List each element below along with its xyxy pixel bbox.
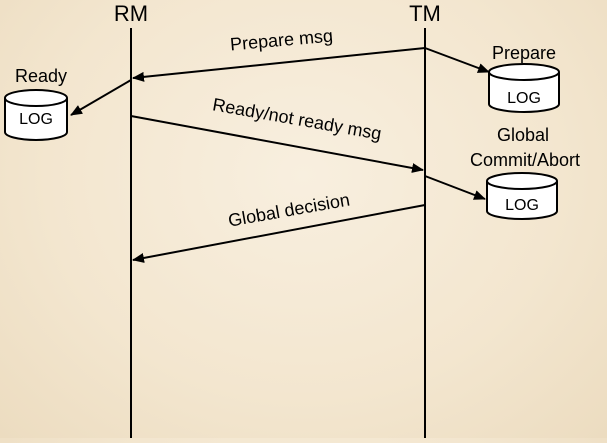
global-decision-label: Global decision [227, 190, 352, 231]
tm-prepare-log-label: LOG [507, 90, 541, 107]
ready-msg-arrow [130, 115, 424, 173]
tm-global-log-arrow [424, 175, 486, 200]
tm-prepare-log-caption: Prepare [492, 43, 556, 63]
prepare-msg-arrow [132, 47, 426, 82]
tm-global-log-cylinder: LOG [486, 172, 558, 220]
rm-log-label: LOG [19, 111, 53, 128]
tm-prepare-log-cylinder: LOG [488, 63, 560, 113]
participant-rm-label: RM [114, 1, 148, 26]
tm-global-log-caption-line2: Commit/Abort [470, 150, 580, 170]
prepare-msg-label: Prepare msg [229, 26, 333, 55]
participant-tm-label: TM [409, 1, 441, 26]
tm-global-log-label: LOG [505, 197, 539, 214]
rm-log-cylinder: LOG [4, 89, 68, 141]
tm-prepare-log-arrow [424, 47, 490, 73]
rm-log-caption: Ready [15, 66, 67, 86]
tm-global-log-caption-line1: Global [497, 125, 549, 145]
global-decision-arrow [132, 204, 426, 263]
rm-log-arrow [70, 79, 132, 116]
